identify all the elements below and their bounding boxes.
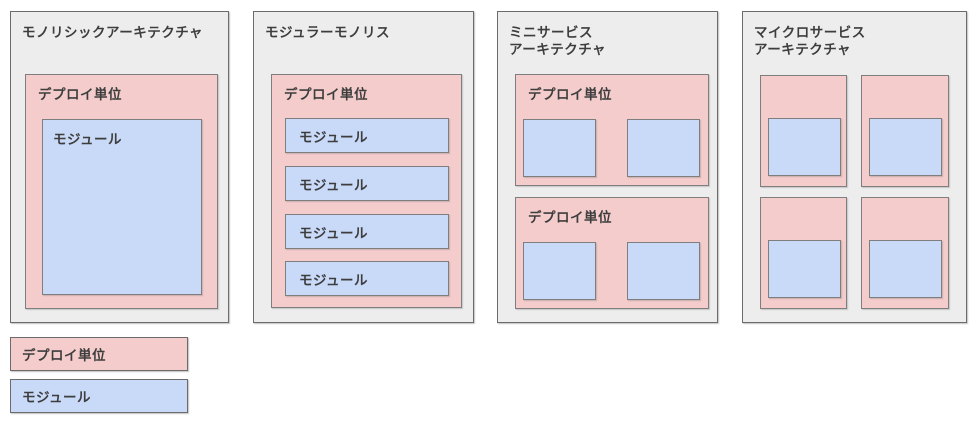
- module-box: [869, 118, 942, 176]
- panel-title: モジュラーモノリス: [265, 25, 391, 40]
- panel-miniservice-architecture: ミニサービス アーキテクチャ デプロイ単位 デプロイ単位: [497, 11, 718, 323]
- module-box: [627, 242, 700, 300]
- panel-modular-monolith: モジュラーモノリス デプロイ単位 モジュール モジュール モジュール モジュール: [253, 11, 474, 323]
- panel-title: マイクロサービス アーキテクチャ: [754, 25, 866, 57]
- module-box: モジュール: [285, 118, 449, 153]
- deploy-unit-box: デプロイ単位: [515, 74, 709, 186]
- module-label: モジュール: [299, 129, 369, 145]
- module-label: モジュール: [299, 272, 369, 288]
- module-box: [523, 119, 596, 177]
- legend-deploy-unit: デプロイ単位: [10, 337, 188, 371]
- module-box: モジュール: [285, 261, 449, 296]
- panel-microservice-architecture: マイクロサービス アーキテクチャ: [742, 11, 967, 323]
- deploy-unit-box: [861, 197, 949, 309]
- deploy-unit-label: デプロイ単位: [284, 87, 368, 102]
- module-box: モジュール: [42, 119, 202, 295]
- module-box: [768, 118, 841, 176]
- legend-module: モジュール: [10, 379, 188, 413]
- deploy-unit-label: デプロイ単位: [38, 87, 122, 102]
- deploy-unit-label: デプロイ単位: [528, 210, 612, 225]
- panel-title: モノリシックアーキテクチャ: [22, 25, 204, 40]
- legend-deploy-unit-label: デプロイ単位: [22, 348, 106, 363]
- module-box: [523, 242, 596, 300]
- deploy-unit-box: [760, 75, 847, 187]
- panel-monolithic-architecture: モノリシックアーキテクチャ デプロイ単位 モジュール: [10, 11, 229, 323]
- module-box: [768, 240, 841, 298]
- deploy-unit-label: デプロイ単位: [528, 87, 612, 102]
- module-label: モジュール: [53, 132, 123, 147]
- deploy-unit-box: デプロイ単位 モジュール モジュール モジュール モジュール: [271, 74, 462, 308]
- deploy-unit-box: デプロイ単位 モジュール: [25, 74, 218, 309]
- module-box: モジュール: [285, 166, 449, 201]
- deploy-unit-box: [760, 197, 847, 309]
- panel-title: ミニサービス アーキテクチャ: [509, 25, 607, 57]
- module-box: [627, 119, 700, 177]
- legend-module-label: モジュール: [22, 390, 92, 405]
- deploy-unit-box: [861, 75, 949, 187]
- module-box: [869, 240, 942, 298]
- module-box: モジュール: [285, 214, 449, 249]
- module-label: モジュール: [299, 225, 369, 241]
- deploy-unit-box: デプロイ単位: [515, 197, 709, 309]
- module-label: モジュール: [299, 177, 369, 193]
